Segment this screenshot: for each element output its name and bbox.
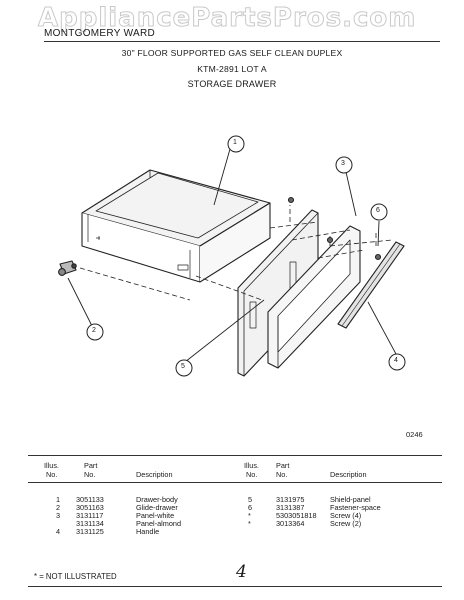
footer-rule (28, 586, 442, 587)
table-header-rule (28, 482, 442, 483)
callout-circles (86, 135, 406, 377)
header-description-right: Description (330, 470, 367, 479)
header-part-no-right: No. (276, 470, 288, 479)
callout-1: 1 (233, 139, 237, 146)
storage-drawer-diagram (58, 135, 406, 377)
glide-drawer (58, 260, 77, 276)
drawer-body (81, 169, 271, 283)
callout-4: 4 (394, 357, 398, 364)
model-number: KTM-2891 LOT A (197, 64, 267, 74)
callout-6: 6 (376, 207, 380, 214)
figure-code: 0246 (406, 430, 423, 439)
handle (337, 241, 405, 329)
header-part-left: Part (84, 461, 98, 470)
header-illus-no-left: No. (46, 470, 58, 479)
callout-5: 5 (181, 363, 185, 370)
callout-leaders (67, 148, 397, 363)
section-title: STORAGE DRAWER (187, 79, 277, 89)
table-top-rule (28, 455, 442, 456)
drawer-panel (267, 225, 361, 369)
assembly-lines (79, 205, 393, 301)
watermark: AppliancePartsPros.com (37, 3, 417, 34)
brand-name: MONTGOMERY WARD (44, 28, 155, 39)
header-illus-no-right: No. (246, 470, 258, 479)
screws (287, 196, 382, 261)
callout-3: 3 (341, 160, 345, 167)
handwritten-page-mark: 4 (236, 562, 247, 582)
footnote: * = NOT ILLUSTRATED (34, 572, 117, 581)
header-illus-right: Illus. (244, 461, 260, 470)
model-description: 30" FLOOR SUPPORTED GAS SELF CLEAN DUPLE… (121, 48, 343, 58)
header-part-right: Part (276, 461, 290, 470)
header-rule (44, 41, 440, 42)
header-description-left: Description (136, 470, 173, 479)
header-part-no-left: No. (84, 470, 96, 479)
parts-table: Illus. No. Part No. Description Illus. N… (28, 455, 442, 561)
header-illus-left: Illus. (44, 461, 60, 470)
callout-2: 2 (92, 327, 96, 334)
